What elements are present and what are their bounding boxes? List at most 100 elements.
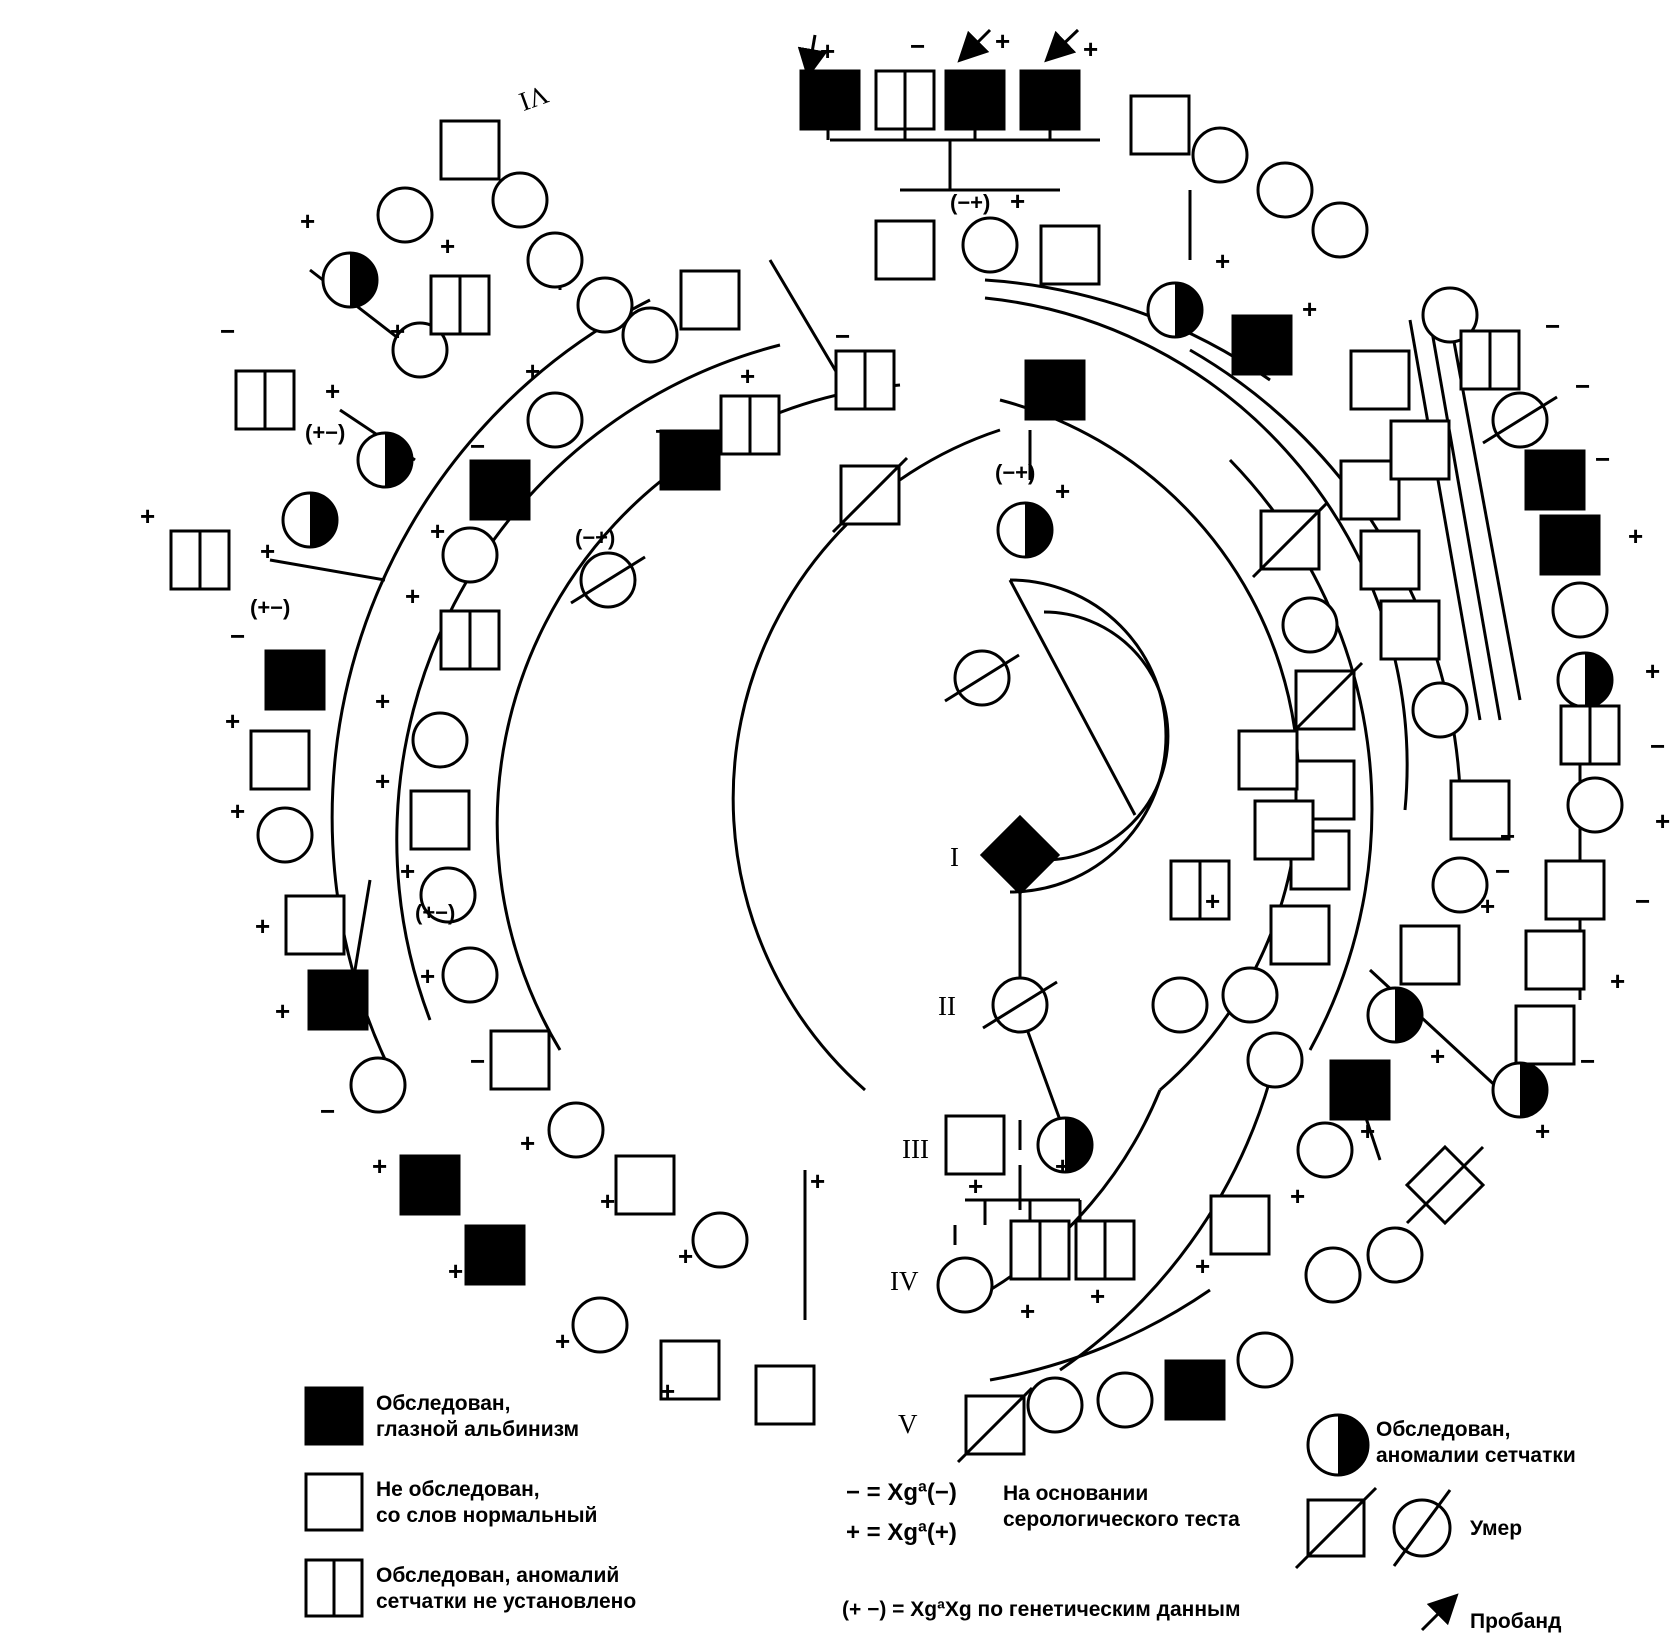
serology-mark: + [440, 231, 455, 261]
serology-mark: + [1055, 476, 1070, 506]
normal-female-circle [376, 186, 434, 244]
affected-male-square [399, 1154, 461, 1216]
symbols-layer [169, 69, 1624, 1464]
arc-left-4 [330, 298, 651, 1081]
normal-male-square [944, 1114, 1006, 1176]
normal-male-square [1209, 1194, 1271, 1256]
serology-mark: (−+) [995, 460, 1035, 485]
carrier-half-fill [1175, 283, 1202, 337]
carrier-half-fill [350, 253, 377, 307]
normal-female-circle [571, 1296, 629, 1354]
affected-male-square [469, 459, 531, 521]
normal-male-square [679, 269, 741, 331]
legend-affected-line1: Обследован, [376, 1392, 510, 1415]
legend-serology-line2: серологического теста [1003, 1508, 1240, 1531]
serology-mark: + [1215, 246, 1230, 276]
serology-mark: − [1580, 1046, 1595, 1076]
carrier-half-fill [1585, 653, 1612, 707]
normal-male-square [1399, 924, 1461, 986]
serology-mark: − [470, 431, 485, 461]
generation-label: VI [515, 79, 552, 117]
arc-right-2 [984, 296, 1409, 811]
serology-mark: − [1500, 821, 1515, 851]
serology-mark: + [968, 1171, 983, 1201]
serology-mark: + [448, 1256, 463, 1286]
affected-sex-unknown-diamond [979, 814, 1061, 896]
arc-gen5-bottom [989, 1288, 1211, 1382]
generation-label: V [898, 1409, 918, 1439]
serology-mark: + [740, 361, 755, 391]
deceased-slash [1251, 501, 1329, 579]
deceased-slash [1286, 661, 1364, 739]
carrier-half-fill [385, 433, 412, 487]
normal-female-circle [1366, 1226, 1424, 1284]
normal-male-square [1339, 459, 1401, 521]
proband-arrow [797, 34, 828, 79]
serology-mark: − [1575, 371, 1590, 401]
normal-male-square [1449, 779, 1511, 841]
serology-mark: + [1010, 186, 1025, 216]
normal-female-circle [936, 1256, 994, 1314]
serology-mark: + [275, 996, 290, 1026]
normal-female-circle [547, 1101, 605, 1159]
normal-male-square [1524, 929, 1586, 991]
serology-mark: + [372, 1151, 387, 1181]
serology-mark: + [555, 1326, 570, 1356]
generation-label: I [950, 842, 959, 872]
normal-male-square [409, 789, 471, 851]
normal-female-circle [1236, 1331, 1294, 1389]
serology-mark: − [1635, 886, 1650, 916]
serology-mark: − [835, 321, 850, 351]
affected-male-square [799, 69, 861, 131]
normal-female-circle [1281, 596, 1339, 654]
normal-male-square [1544, 859, 1606, 921]
carrier-half-fill [1025, 503, 1052, 557]
normal-male-square [1359, 529, 1421, 591]
serology-mark: + [820, 36, 835, 66]
serology-mark: + [1020, 1296, 1035, 1326]
normal-female-circle [1151, 976, 1209, 1034]
affected-male-square [264, 649, 326, 711]
serology-mark: + [525, 356, 540, 386]
normal-female-circle [1096, 1371, 1154, 1429]
serology-mark: + [255, 911, 270, 941]
normal-female-circle [691, 1211, 749, 1269]
serology-mark: − [1545, 311, 1560, 341]
normal-female-circle [1246, 1031, 1304, 1089]
proband-arrow [957, 28, 992, 63]
serology-mark: + [660, 1376, 675, 1406]
normal-male-square [614, 1154, 676, 1216]
serology-mark: (+−) [415, 900, 455, 925]
legend-examined-line2: сетчатки не установлено [376, 1590, 636, 1613]
serology-mark: + [1535, 1116, 1550, 1146]
normal-female-circle [441, 946, 499, 1004]
serology-mark: + [400, 856, 415, 886]
legend-deceased-slash [1392, 1489, 1452, 1567]
normal-female-circle [391, 321, 449, 379]
serology-mark: + [1302, 294, 1317, 324]
normal-male-square [754, 1364, 816, 1426]
serology-mark: + [1205, 886, 1220, 916]
arc-bottom-right-2 [1059, 1079, 1272, 1372]
legend-proband-label: Пробанд [1470, 1610, 1561, 1633]
normal-female-circle [349, 1056, 407, 1114]
normal-male-square [439, 119, 501, 181]
mating-line [1428, 319, 1502, 721]
serology-mark: + [1083, 34, 1098, 64]
serology-mark: + [390, 316, 405, 346]
normal-male-square [249, 729, 311, 791]
legend-normal-line2: со слов нормальный [376, 1504, 597, 1527]
serology-mark: + [995, 26, 1010, 56]
normal-male-square [874, 219, 936, 281]
mating-line [1408, 319, 1482, 721]
legend-examined-line1: Обследован, аномалий [376, 1564, 619, 1587]
carrier-half-fill [310, 493, 337, 547]
normal-female-circle [1411, 681, 1469, 739]
serology-mark: + [230, 796, 245, 826]
deceased-slash [956, 1386, 1034, 1464]
serology-mark: − [1495, 856, 1510, 886]
normal-male-square [1349, 349, 1411, 411]
serology-mark: − [470, 1046, 485, 1076]
serology-mark: + [520, 1128, 535, 1158]
carrier-half-fill [1520, 1063, 1547, 1117]
